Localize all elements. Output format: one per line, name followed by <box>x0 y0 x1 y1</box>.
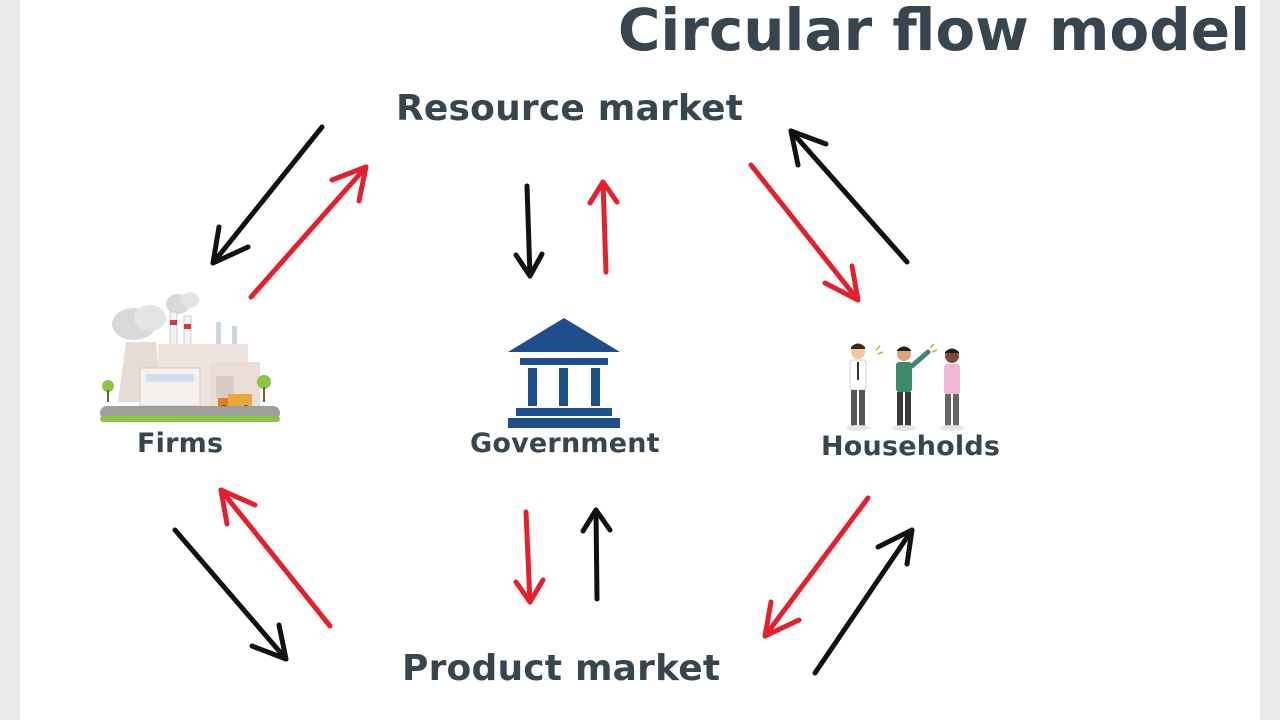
resource-market-label: Resource market <box>396 88 744 129</box>
arrow-firms-to-product <box>172 527 289 662</box>
arrow-households-to-resource <box>788 128 910 265</box>
arrow-government-to-resource <box>587 179 620 275</box>
firms-label: Firms <box>137 428 224 459</box>
arrow-product-to-firms <box>218 487 333 629</box>
flow-arrows <box>172 124 915 676</box>
arrow-product-to-households <box>812 527 915 676</box>
diagram-title: Circular flow model <box>617 0 1250 64</box>
arrow-resource-to-firms <box>210 124 325 266</box>
arrow-resource-to-government <box>513 183 545 279</box>
government-building-icon <box>508 318 620 428</box>
arrow-product-to-government <box>580 507 613 602</box>
arrow-resource-to-households <box>748 162 861 303</box>
arrow-firms-to-resource <box>248 164 369 300</box>
diagram-canvas: Circular flow model Resource market Prod… <box>20 0 1260 720</box>
households-label: Households <box>821 431 1001 462</box>
government-label: Government <box>470 428 660 459</box>
arrow-households-to-product <box>762 495 871 639</box>
factory-icon <box>100 292 280 422</box>
arrow-government-to-product <box>513 509 546 605</box>
product-market-label: Product market <box>402 648 721 689</box>
people-group-icon <box>846 343 964 431</box>
